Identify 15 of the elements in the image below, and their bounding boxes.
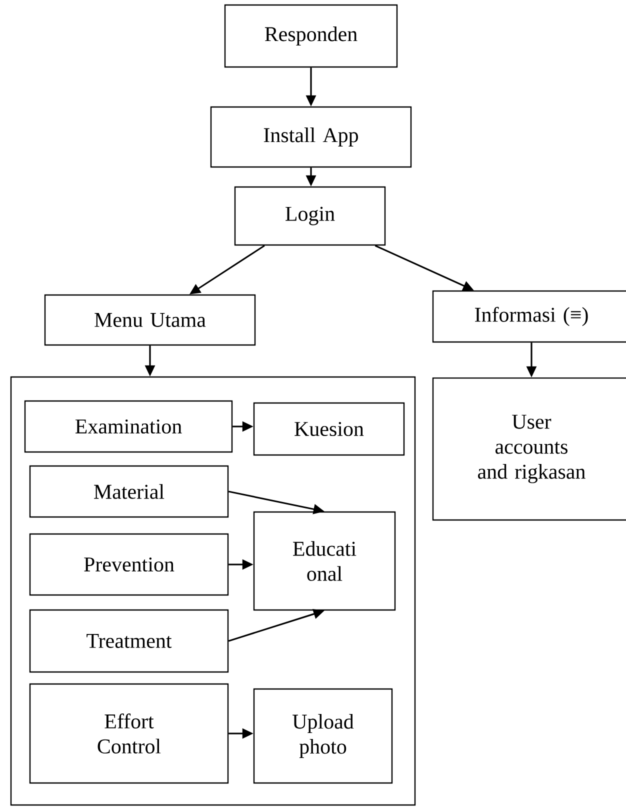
- process-box: Login: [234, 186, 386, 246]
- process-box: Informasi (≡): [432, 290, 626, 343]
- process-box: Install App: [210, 106, 412, 168]
- process-box: Effort Control: [29, 683, 229, 784]
- process-box: Educati onal: [253, 511, 396, 611]
- process-box: Responden: [224, 4, 398, 68]
- process-box: Upload photo: [253, 688, 393, 784]
- process-box: Material: [29, 465, 229, 518]
- process-box: Kuesion: [253, 402, 405, 456]
- process-box: User accounts and rigkasan: [432, 377, 626, 521]
- process-box: Menu Utama: [44, 294, 256, 346]
- container-box: [10, 376, 416, 806]
- process-box: Treatment: [29, 609, 229, 673]
- process-box: Examination: [24, 400, 233, 453]
- process-box: Prevention: [29, 533, 229, 596]
